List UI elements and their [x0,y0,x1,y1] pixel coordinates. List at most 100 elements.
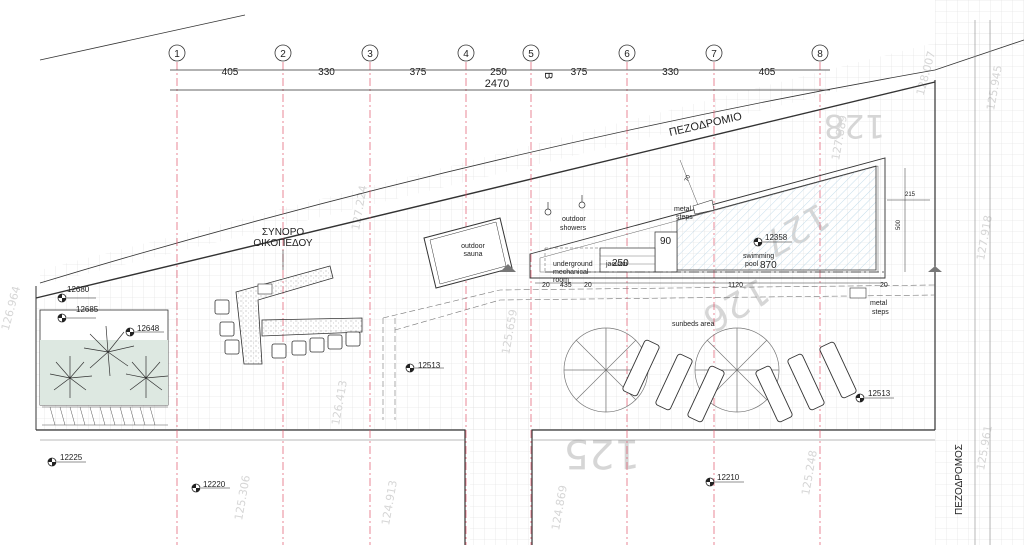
dimension-6: 405 [759,67,776,78]
svg-text:outdoor: outdoor [562,216,586,223]
svg-text:ΟΙΚΟΠΕΔΟΥ: ΟΙΚΟΠΕΔΟΥ [253,238,313,249]
level-marker-icon [191,483,230,493]
axis-bubble-label: 1 [174,49,180,60]
watermark-124869: 124.869 [549,484,570,531]
svg-text:steps: steps [872,309,889,316]
level-12225: 12225 [60,453,83,462]
svg-text:sunbeds area: sunbeds area [672,321,715,328]
level-marker-icon [405,363,444,373]
axis-2: 2 [274,44,292,545]
sunbed-icon [687,365,725,423]
svg-text:90: 90 [660,236,672,247]
pavement-right-label: ΠΕΖΟΔΡΟΜΟΣ [954,444,965,515]
axis-bubble-label: 7 [711,49,717,60]
axis-5: 5 [522,44,540,545]
axis-letter-b: B [542,72,554,79]
sunbed-icon [622,339,660,397]
sunbeds-area [563,327,857,423]
dimension-chain [170,69,830,91]
outdoor-bar [214,265,363,365]
palm-tree-icon [49,356,93,398]
level-12220: 12220 [203,480,226,489]
svg-text:jacuzzi: jacuzzi [605,261,628,268]
sunbed-icon [755,365,793,423]
svg-text:steps: steps [676,214,693,221]
level-12210: 12210 [717,473,740,482]
svg-text:mechanical: mechanical [553,269,589,276]
svg-text:250: 250 [612,258,629,269]
watermark-126964: 126.964 [0,285,23,332]
palm-tree-icon [83,325,135,377]
svg-text:215: 215 [905,192,916,198]
svg-text:showers: showers [560,225,587,232]
axis-bubble-label: 2 [280,49,286,60]
axis-1: 1 [168,44,186,545]
grid-axes: 1 2 3 4 5 6 7 8 [168,44,829,545]
watermark-125306: 125.306 [232,474,253,521]
level-marker-icon [57,313,96,323]
axis-bubble-label: 5 [528,49,534,60]
sunbed-icon [655,353,693,411]
pool-labels: metal steps metal steps underground mech… [553,206,889,328]
svg-text:870: 870 [760,260,777,271]
umbrella-icon [694,327,780,413]
dimension-5: 330 [662,67,679,78]
plot-boundary-label: ΣΥΝΟΡΟ ΟΙΚΟΠΕΔΟΥ [253,227,313,270]
svg-text:20: 20 [584,282,592,289]
svg-text:500: 500 [896,219,902,230]
svg-text:sauna: sauna [463,251,482,258]
stairs [42,406,168,426]
shower-icon [544,195,586,216]
svg-text:pool: pool [745,261,759,268]
svg-text:swimming: swimming [743,253,774,260]
level-12513a: 12513 [418,361,441,370]
watermark-125: 125 [564,430,640,476]
dimension-0: 405 [222,67,239,78]
axis-bubble-label: 8 [817,49,823,60]
svg-text:ΣΥΝΟΡΟ: ΣΥΝΟΡΟ [262,227,305,238]
level-12685: 12685 [76,305,99,314]
pool-complex [500,157,942,299]
outdoor-showers: outdoor showers [544,195,587,232]
watermark-128: 128 [824,107,885,145]
level-labels: 12680 12685 12648 12513 12513 12358 1222… [60,233,891,489]
watermark-125248: 125.248 [799,449,820,496]
total-dimension: 2470 [485,78,509,90]
sunbed-icon [787,353,825,411]
level-marker-icon [125,327,164,337]
level-marker-icon [855,393,894,403]
svg-text:underground: underground [553,261,593,268]
dimension-1: 330 [318,67,335,78]
svg-text:435: 435 [560,282,572,289]
axis-bubble-label: 6 [624,49,630,60]
level-12513b: 12513 [868,389,891,398]
level-markers [47,237,894,493]
level-12358: 12358 [765,233,788,242]
svg-text:20: 20 [880,282,888,289]
axis-8: 8 [811,44,829,545]
pool-dimensions: 90 250 870 1120 20 20 20 435 500 215 70 [535,168,930,289]
level-12680: 12680 [67,285,90,294]
axis-7: 7 [705,44,723,545]
dimension-3: 250 [490,67,507,78]
axis-bubble-label: 3 [367,49,373,60]
svg-text:metal: metal [674,206,692,213]
level-marker-icon [753,237,792,247]
dimension-4: 375 [571,67,588,78]
axis-bubble-label: 4 [463,49,469,60]
svg-text:outdoor: outdoor [461,243,485,250]
level-marker-icon [57,293,96,303]
level-marker-icon [705,477,744,487]
garden-bed [39,309,169,426]
sunbed-icon [819,341,857,399]
svg-text:20: 20 [542,282,550,289]
axis-6: 6 [618,44,636,545]
svg-text:metal: metal [870,300,888,307]
svg-text:1120: 1120 [728,282,743,289]
palm-tree-icon [125,356,169,398]
level-marker-icon [47,457,86,467]
plot-boundaries [35,14,1024,545]
axis-4: 4 [457,44,475,545]
